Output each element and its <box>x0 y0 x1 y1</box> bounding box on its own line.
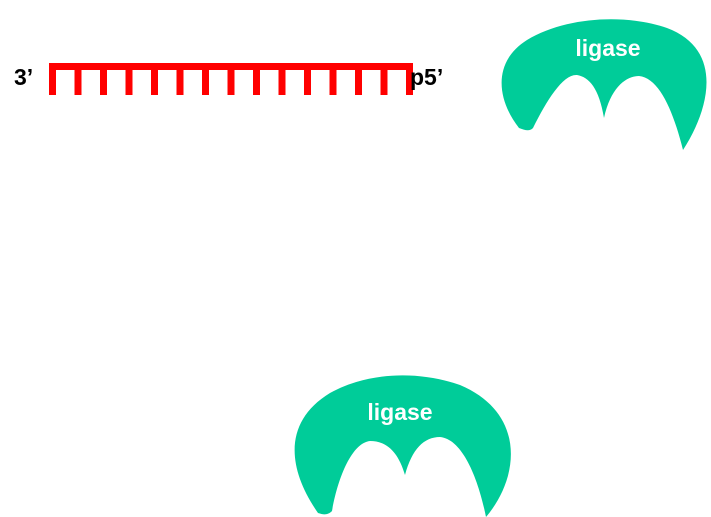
ligase-enzyme: ligase <box>497 19 711 150</box>
strand-base <box>49 63 56 95</box>
strand-3prime-label: 3’ <box>14 64 34 90</box>
ligase-label: ligase <box>367 399 433 425</box>
strand-base <box>278 63 286 95</box>
strand-base <box>151 63 158 95</box>
ligase-enzyme: ligase <box>290 375 512 517</box>
strand-5prime-label: p5’ <box>410 64 444 90</box>
strand-base <box>125 63 133 95</box>
strand-base <box>74 63 82 95</box>
strand-base <box>329 63 337 95</box>
strand-base <box>202 63 209 95</box>
dna-strand <box>49 63 413 95</box>
strand-base <box>304 63 311 95</box>
strand-bases <box>49 63 413 95</box>
strand-base <box>253 63 260 95</box>
strand-base <box>227 63 235 95</box>
strand-base <box>176 63 184 95</box>
strand-base <box>355 63 362 95</box>
ligase-body <box>501 19 707 150</box>
strand-base <box>406 63 413 95</box>
strand-base <box>380 63 388 95</box>
ligase-body <box>294 375 511 517</box>
ligase-shape <box>294 375 511 517</box>
ligase-shape <box>501 19 707 150</box>
ligase-label: ligase <box>575 35 641 61</box>
strand-base <box>100 63 107 95</box>
